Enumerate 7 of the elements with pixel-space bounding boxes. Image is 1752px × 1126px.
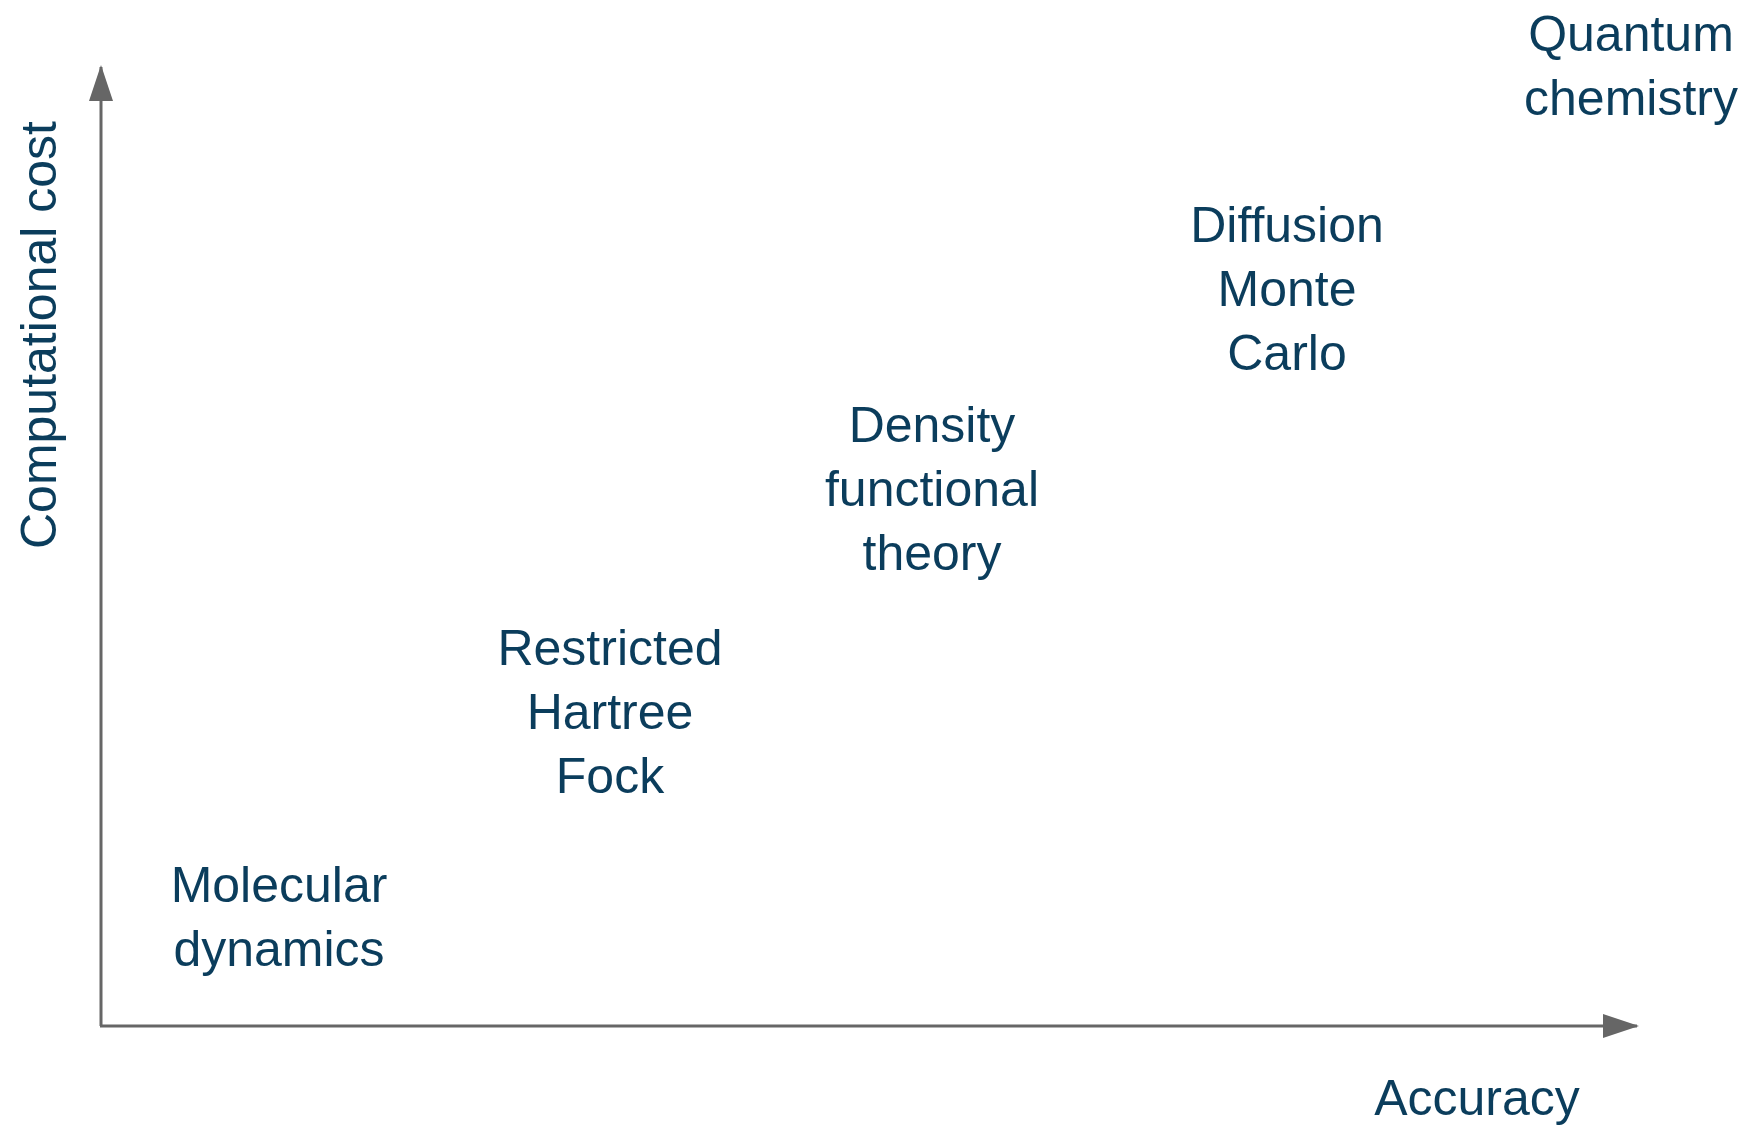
method-label: Quantum chemistry [1523, 5, 1739, 128]
axis-title: Computational cost [10, 121, 68, 549]
method-label: Restricted Hartree Fock [496, 619, 724, 806]
method-label: Diffusion Monte Carlo [1189, 196, 1385, 383]
method-label: Density functional theory [823, 396, 1040, 583]
method-label: Molecular dynamics [169, 856, 389, 979]
axis-title: Accuracy [1373, 1069, 1581, 1126]
